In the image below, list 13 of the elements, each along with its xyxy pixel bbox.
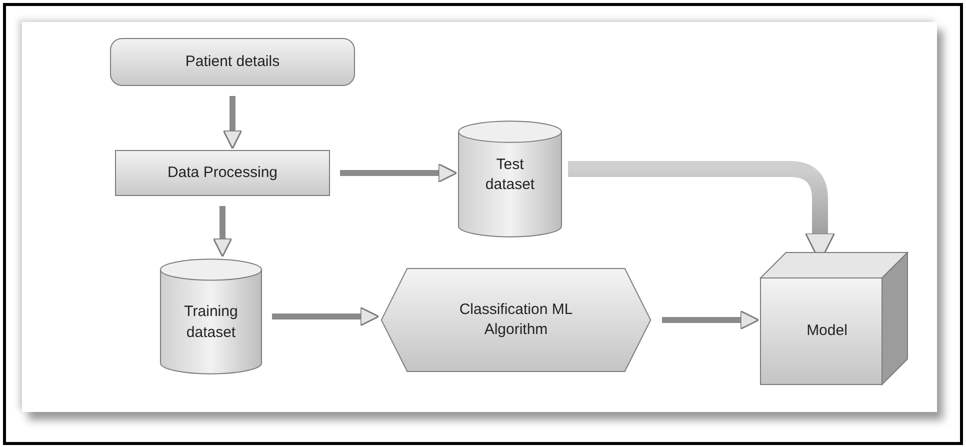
node-label: Model: [806, 321, 848, 342]
block-arrow: [212, 206, 232, 258]
node-label: Classification ML Algorithm: [458, 300, 574, 340]
node-label: Test dataset: [484, 154, 536, 195]
block-arrow: [222, 96, 242, 150]
block-arrow: [662, 310, 760, 330]
node-label: Patient details: [185, 52, 280, 72]
node-label: Training dataset: [183, 302, 239, 342]
block-arrow: [272, 306, 380, 326]
node-label: Data Processing: [167, 162, 278, 183]
process-box: [115, 150, 330, 196]
block-arrow: [340, 163, 458, 183]
rounded-box: [110, 38, 355, 86]
